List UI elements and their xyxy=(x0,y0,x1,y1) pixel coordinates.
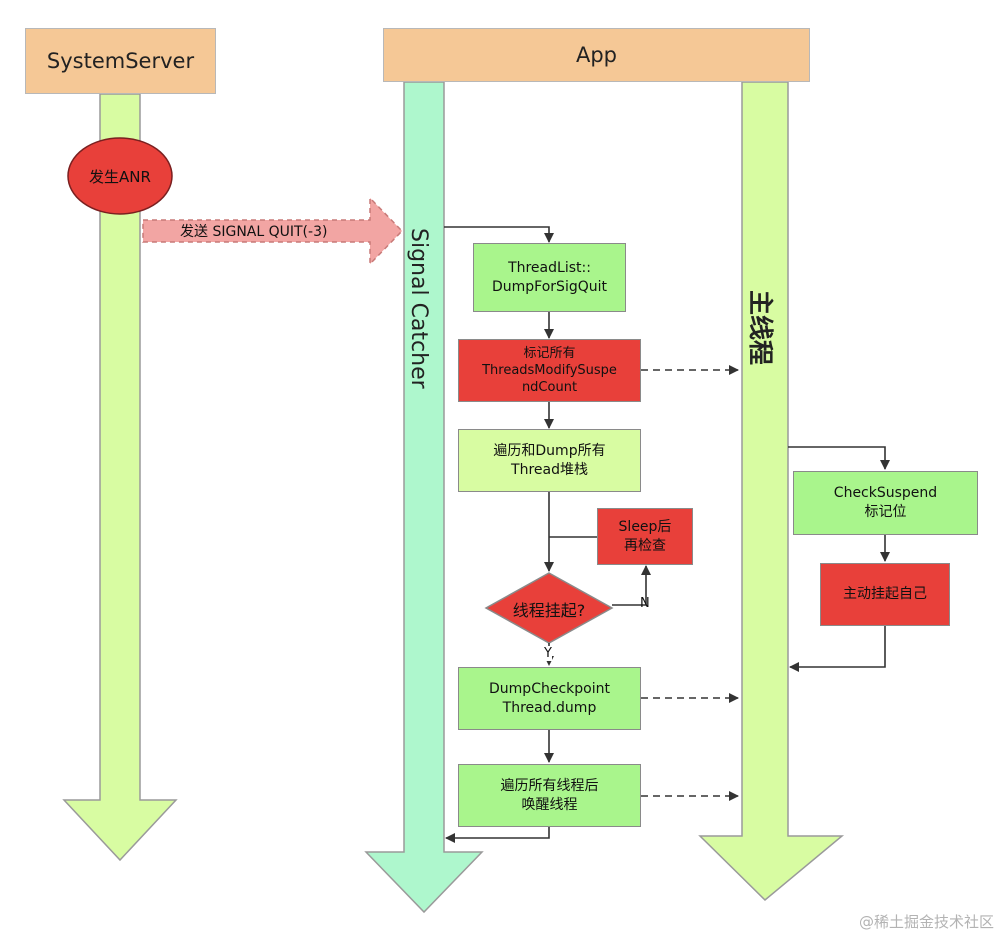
signal-catcher-label: Signal Catcher xyxy=(406,228,431,390)
connector-catcher-to-dump xyxy=(444,226,554,243)
wake-threads-line1: 遍历所有线程后 xyxy=(500,777,599,794)
dump-for-sig-quit-line1: ThreadList:: xyxy=(508,259,591,276)
decision-label: 线程挂起? xyxy=(512,601,586,620)
mark-suspend-line2: ThreadsModifySuspe xyxy=(482,363,617,378)
traverse-dump-line2: Thread堆栈 xyxy=(511,461,588,478)
connector-main-to-checksuspend xyxy=(788,446,890,470)
sleep-recheck-box: Sleep后 再检查 xyxy=(597,508,693,565)
wake-threads-line2: 唤醒线程 xyxy=(521,796,578,813)
dump-checkpoint-box: DumpCheckpoint Thread.dump xyxy=(458,667,641,730)
decision-yes-label: Y xyxy=(544,646,552,661)
connector-decision-no-to-sleep xyxy=(612,565,651,606)
dump-checkpoint-line2: Thread.dump xyxy=(502,699,597,716)
dump-for-sig-quit-line2: DumpForSigQuit xyxy=(492,278,607,295)
sleep-recheck-line2: 再检查 xyxy=(623,537,666,554)
traverse-dump-line1: 遍历和Dump所有 xyxy=(493,442,606,459)
systemserver-header-label: SystemServer xyxy=(46,49,195,73)
traverse-dump-box: 遍历和Dump所有 Thread堆栈 xyxy=(458,429,641,492)
self-suspend-label: 主动挂起自己 xyxy=(843,586,927,602)
watermark: @稀土掘金技术社区 xyxy=(858,913,994,931)
check-suspend-box: CheckSuspend 标记位 xyxy=(793,471,978,535)
app-header: App xyxy=(383,28,810,82)
mark-suspend-line3: ndCount xyxy=(521,380,578,395)
signal-catcher-lane xyxy=(364,81,484,914)
check-suspend-line2: 标记位 xyxy=(864,504,907,520)
mark-suspend-line1: 标记所有 xyxy=(523,346,576,361)
self-suspend-box: 主动挂起自己 xyxy=(820,563,950,626)
dump-for-sig-quit-box: ThreadList:: DumpForSigQuit xyxy=(473,243,626,312)
systemserver-header: SystemServer xyxy=(25,28,216,94)
dump-checkpoint-line1: DumpCheckpoint xyxy=(489,680,610,697)
connector-selfsuspend-to-main xyxy=(789,626,886,672)
main-thread-lane xyxy=(698,81,845,902)
anr-node xyxy=(67,137,173,215)
connector-wake-to-catcher xyxy=(445,827,550,843)
app-header-label: App xyxy=(575,43,618,67)
sleep-recheck-line1: Sleep后 xyxy=(618,518,672,535)
mark-suspend-box: 标记所有 ThreadsModifySuspe ndCount xyxy=(458,339,641,402)
decision-no-label: N xyxy=(640,596,650,611)
signal-quit-arrow xyxy=(142,196,404,266)
check-suspend-line1: CheckSuspend xyxy=(833,485,938,501)
anr-label: 发生ANR xyxy=(89,168,151,186)
main-thread-label: 主线程 xyxy=(746,290,775,365)
wake-threads-box: 遍历所有线程后 唤醒线程 xyxy=(458,764,641,827)
signal-quit-label: 发送 SIGNAL QUIT(-3) xyxy=(180,224,328,240)
